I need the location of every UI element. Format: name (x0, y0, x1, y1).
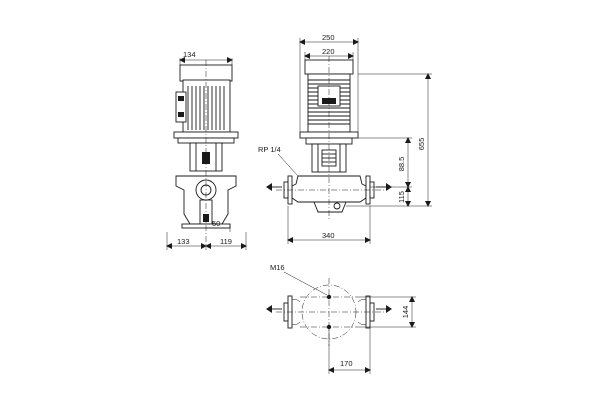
dim-front-foot: 50 (212, 219, 220, 228)
dim-front-motor-width: 134 (183, 50, 196, 59)
plan-flow-arrow-out (376, 305, 392, 313)
plan-flow-arrow-in (266, 305, 282, 313)
front-motor-fins (187, 86, 225, 130)
label-bolt: M16 (270, 263, 285, 272)
dim-side-inlet-height: 115 (397, 191, 406, 203)
front-view: 134 50 133 119 (166, 50, 247, 250)
dim-side-total-height: 655 (417, 138, 426, 151)
side-flow-arrow-in (266, 183, 282, 191)
label-thread: RP 1/4 (258, 145, 281, 154)
dim-front-right: 119 (220, 237, 232, 246)
dim-side-overall-width: 250 (322, 33, 335, 42)
front-motor-body (182, 79, 231, 133)
plan-view: M16 144 170 (266, 263, 416, 374)
dim-front-left: 133 (177, 237, 190, 246)
dim-plan-base-length: 170 (340, 359, 353, 368)
dim-plan-bolt-spacing: 144 (401, 306, 410, 319)
dim-side-motor-width: 220 (322, 47, 335, 56)
dim-side-port-length: 340 (322, 231, 335, 240)
dim-side-pump-height: 88.5 (397, 157, 406, 172)
side-view: 250 220 RP 1/4 340 655 88.5 115 (258, 33, 432, 244)
front-terminal-box (175, 91, 187, 123)
